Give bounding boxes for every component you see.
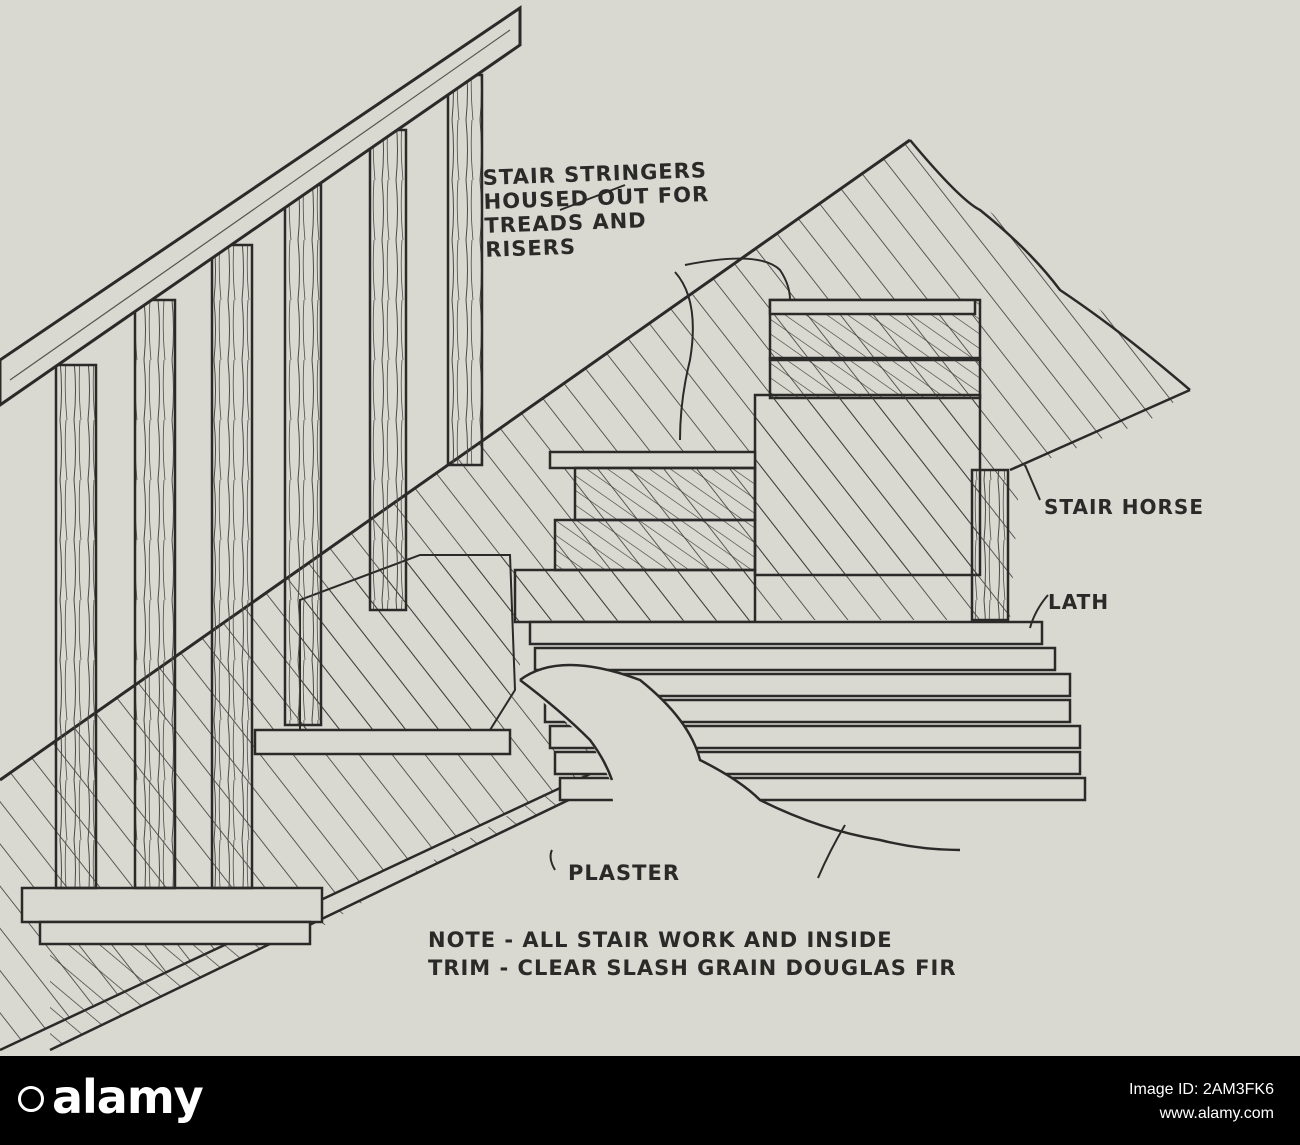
floor-wedge bbox=[49, 760, 611, 1052]
watermark-footer: alamy Image ID: 2AM3FK6 www.alamy.com bbox=[0, 1056, 1300, 1145]
bottom-step bbox=[20, 886, 324, 946]
footer-meta: Image ID: 2AM3FK6 www.alamy.com bbox=[1129, 1078, 1274, 1126]
stair-section-drawing bbox=[0, 5, 1191, 1052]
label-plaster: PLASTER bbox=[568, 861, 680, 885]
upper-steps bbox=[753, 298, 982, 577]
handrail bbox=[0, 5, 522, 407]
construction-note: NOTE - ALL STAIR WORK AND INSIDE TRIM - … bbox=[428, 926, 957, 982]
brand-logo[interactable]: alamy bbox=[52, 1070, 204, 1124]
landing-tread bbox=[253, 554, 517, 756]
stair-horse-post bbox=[970, 468, 1010, 622]
leader-lines bbox=[549, 184, 1049, 879]
note-line-2: TRIM - CLEAR SLASH GRAIN DOUGLAS FIR bbox=[428, 956, 957, 980]
brand-logo-icon bbox=[18, 1086, 44, 1112]
drawing-panel: STAIR STRINGERS HOUSED OUT FOR TREADS AN… bbox=[0, 0, 1300, 1056]
label-stair-horse: STAIR HORSE bbox=[1044, 495, 1204, 519]
label-lath: LATH bbox=[1048, 590, 1110, 614]
balusters bbox=[54, 73, 484, 890]
site-link[interactable]: www.alamy.com bbox=[1159, 1105, 1274, 1122]
plaster-surface bbox=[519, 663, 961, 852]
image-id: Image ID: 2AM3FK6 bbox=[1129, 1081, 1274, 1098]
note-line-1: NOTE - ALL STAIR WORK AND INSIDE bbox=[428, 928, 893, 952]
label-stair-stringers: STAIR STRINGERS HOUSED OUT FOR TREADS AN… bbox=[482, 158, 711, 262]
middle-steps bbox=[513, 450, 757, 624]
